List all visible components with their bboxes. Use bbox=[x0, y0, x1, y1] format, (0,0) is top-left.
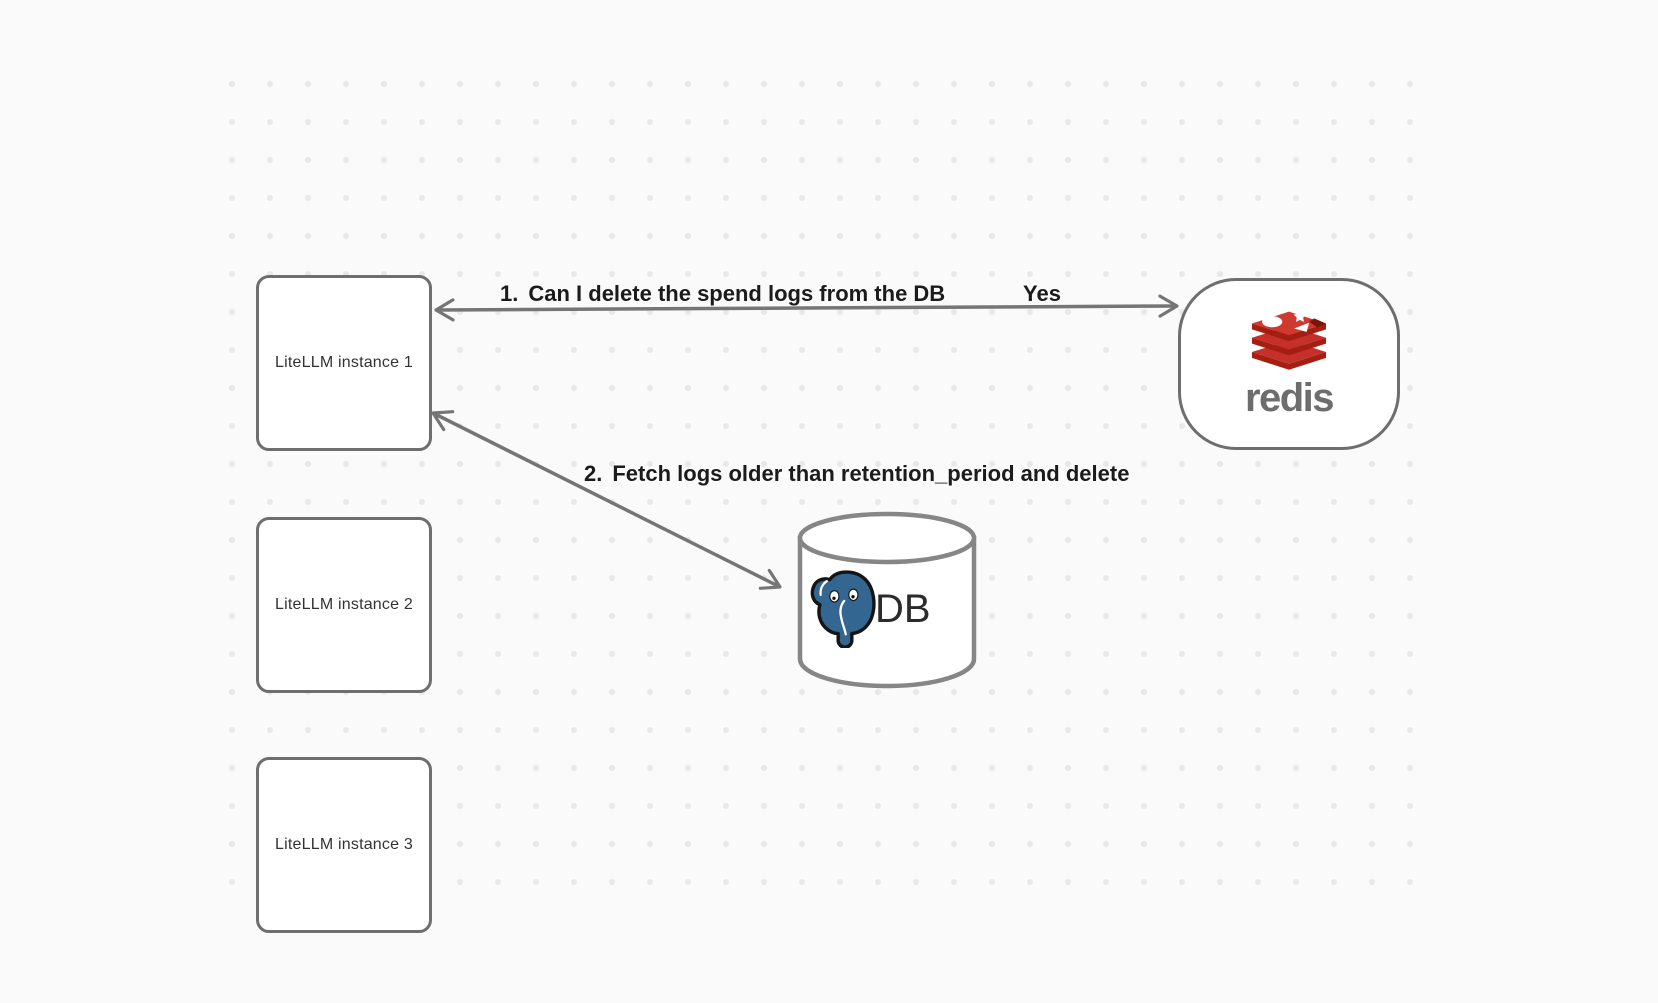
edge-label-delete-spend-logs[interactable]: 1. Can I delete the spend logs from the D… bbox=[500, 281, 945, 307]
edge-label-fetch-logs[interactable]: 2. Fetch logs older than retention_period… bbox=[584, 461, 1129, 487]
edge-answer-text: Yes bbox=[1023, 281, 1061, 306]
redis-logo-icon bbox=[1252, 310, 1326, 370]
redis-wordmark: redis bbox=[1244, 376, 1335, 420]
litellm-instance-1-node[interactable]: LiteLLM instance 1 bbox=[256, 275, 432, 451]
db-label: DB bbox=[875, 586, 931, 631]
node-label: LiteLLM instance 2 bbox=[275, 596, 413, 613]
arrow-instance1-redis[interactable] bbox=[434, 294, 1179, 322]
arrow-instance1-db[interactable] bbox=[431, 410, 782, 590]
edge-label-number: 1. bbox=[500, 281, 519, 306]
database-node[interactable]: DB bbox=[797, 511, 977, 689]
litellm-instance-3-node[interactable]: LiteLLM instance 3 bbox=[256, 757, 432, 933]
edge-label-text: Can I delete the spend logs from the DB bbox=[528, 281, 946, 306]
edge-label-text: Fetch logs older than retention_period a… bbox=[612, 461, 1130, 486]
edge-label-number: 2. bbox=[584, 461, 603, 486]
litellm-instance-2-node[interactable]: LiteLLM instance 2 bbox=[256, 517, 432, 693]
node-label: LiteLLM instance 1 bbox=[275, 354, 413, 371]
node-label: LiteLLM instance 3 bbox=[275, 836, 413, 853]
redis-node[interactable]: redis bbox=[1178, 278, 1400, 450]
postgresql-logo-icon bbox=[810, 570, 876, 648]
edge-label-yes-answer[interactable]: Yes bbox=[1023, 281, 1061, 307]
